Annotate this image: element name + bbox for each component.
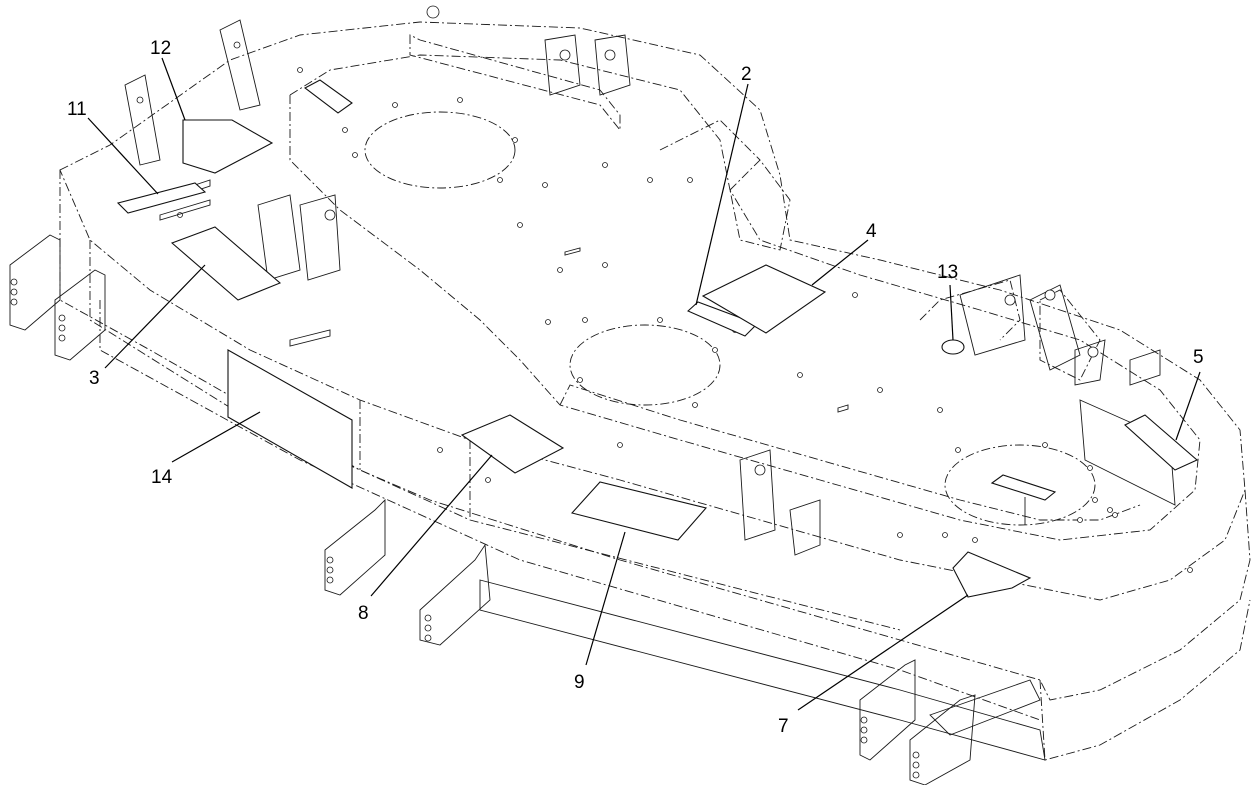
decal-5 [1124, 414, 1199, 471]
decal-3 [170, 226, 282, 301]
decal-chute [990, 474, 1057, 501]
callout-4: 4 [866, 221, 877, 242]
deck-bolt-holes [177, 67, 1193, 573]
decal-13 [941, 339, 965, 355]
mower-deck-outline [9, 5, 1251, 785]
callout-9: 9 [574, 672, 585, 693]
decal-4 [701, 264, 827, 334]
decal-12 [182, 119, 274, 174]
leader-lines [87, 57, 1201, 711]
leader-5 [1175, 371, 1201, 441]
leader-12 [161, 57, 186, 121]
callout-2: 2 [741, 64, 752, 85]
callout-3: 3 [89, 368, 100, 389]
decal-9 [570, 481, 708, 541]
leader-14 [171, 411, 261, 463]
leader-4 [811, 239, 869, 286]
callout-8: 8 [358, 603, 369, 624]
decal-rear [303, 79, 353, 114]
leader-7 [797, 594, 969, 711]
decal-7 [952, 551, 1032, 598]
callout-11: 11 [67, 99, 87, 120]
decals [116, 79, 1199, 598]
callout-5: 5 [1193, 347, 1204, 368]
leader-13 [949, 284, 954, 341]
callout-12: 12 [150, 38, 171, 59]
leader-11 [87, 117, 159, 195]
callout-13: 13 [937, 262, 958, 283]
callout-labels: 2 3 4 5 7 8 9 11 12 13 14 [67, 38, 1204, 737]
decal-8 [460, 414, 565, 474]
decal-14 [227, 349, 353, 489]
callout-7: 7 [778, 716, 789, 737]
leader-9 [585, 531, 626, 666]
leader-2 [695, 83, 749, 306]
callout-14: 14 [151, 467, 173, 488]
leader-8 [370, 454, 493, 597]
leader-3 [104, 264, 206, 369]
decal-11 [116, 182, 207, 214]
